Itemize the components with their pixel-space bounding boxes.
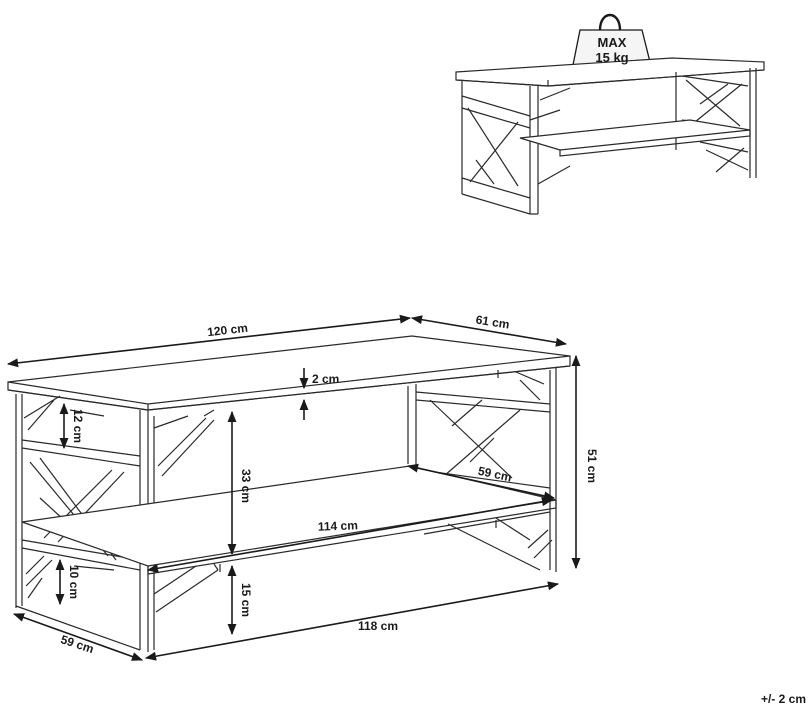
label-top-depth: 61 cm [475, 312, 511, 331]
label-shelf-height: 33 cm [239, 469, 253, 503]
label-bottom-clearance: 15 cm [239, 583, 253, 617]
dimension-lines [6, 314, 581, 661]
shelf [21, 465, 557, 575]
label-top-thickness: 2 cm [312, 372, 339, 386]
label-base-depth: 59 cm [59, 632, 96, 656]
max-label: MAX [598, 35, 627, 50]
label-top-length: 120 cm [207, 321, 249, 340]
label-upper-gap: 12 cm [71, 409, 85, 443]
label-shelf-depth: 59 cm [477, 464, 513, 485]
label-total-height: 51 cm [585, 449, 599, 483]
main-table [7, 335, 571, 652]
label-lower-gap: 10 cm [67, 565, 81, 599]
label-shelf-length: 114 cm [318, 518, 359, 533]
load-label: 15 kg [595, 50, 628, 65]
preview-table [455, 13, 765, 215]
label-base-length: 118 cm [358, 619, 398, 633]
tolerance-note: +/- 2 cm [760, 692, 806, 706]
